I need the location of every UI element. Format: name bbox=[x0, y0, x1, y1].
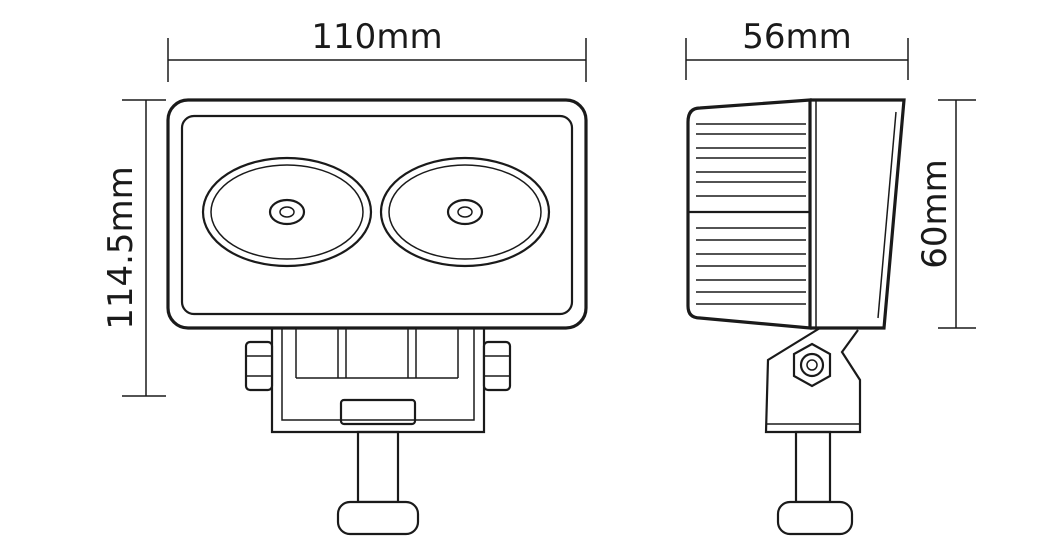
side-mounting-bracket bbox=[764, 327, 862, 536]
heat-sink-fins bbox=[686, 98, 812, 330]
side-lens-housing bbox=[810, 98, 906, 330]
front-housing bbox=[166, 98, 588, 330]
front-view: 110mm 114.5mm bbox=[101, 17, 588, 536]
front-width-label: 110mm bbox=[311, 17, 442, 57]
side-depth-dimension: 56mm bbox=[685, 17, 909, 80]
front-width-dimension: 110mm bbox=[167, 17, 587, 82]
side-height-label: 60mm bbox=[915, 159, 955, 269]
right-led-lens bbox=[379, 156, 551, 268]
side-depth-label: 56mm bbox=[742, 17, 852, 57]
side-height-dimension: 60mm bbox=[915, 99, 976, 329]
side-view: 56mm 60mm bbox=[685, 17, 976, 536]
front-height-dimension: 114.5mm bbox=[101, 99, 166, 397]
left-led-lens bbox=[201, 156, 373, 268]
front-height-label: 114.5mm bbox=[101, 166, 141, 330]
front-mounting-bracket bbox=[244, 328, 512, 536]
